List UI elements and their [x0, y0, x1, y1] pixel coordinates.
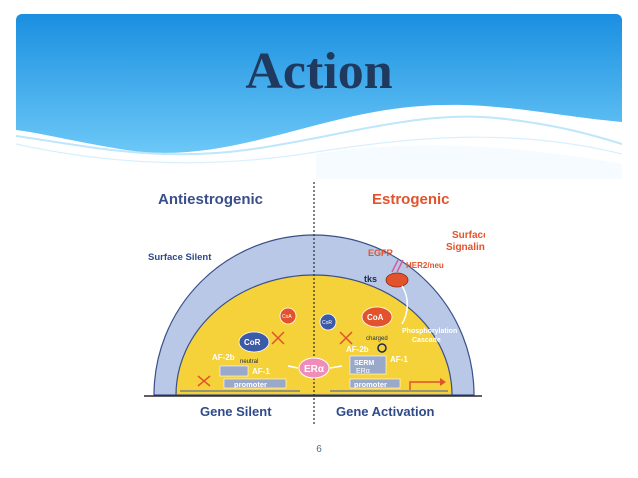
era-center-oval — [298, 357, 330, 379]
serm-era-label: ERα — [356, 368, 370, 375]
era-arrow-right — [329, 365, 343, 369]
surface-signaling-label-line1: Surface — [452, 230, 485, 241]
right-x-mark-2 — [339, 331, 353, 345]
antiestrogenic-heading: Antiestrogenic — [158, 191, 263, 208]
surface-signaling-label-line2: Signaling — [446, 242, 485, 253]
neutral-label: neutral — [240, 359, 258, 365]
cor-large-oval — [238, 331, 270, 353]
serm-box — [349, 355, 387, 375]
promoter-right-label: promoter — [354, 380, 387, 389]
promoter-right-box — [349, 378, 401, 389]
surface-silent-label: Surface Silent — [148, 252, 212, 263]
slide-title: Action — [245, 43, 393, 100]
af2b-right-label: AF-2b — [346, 345, 369, 354]
af1-left-label: AF-1 — [252, 367, 270, 376]
phosphorylation-label: Phosphorylation — [402, 328, 457, 335]
coa-small-circle — [279, 307, 297, 325]
era-arrow-left — [287, 365, 299, 369]
coa-large-oval — [361, 306, 393, 328]
charge-ring — [377, 343, 387, 353]
page-number: 6 — [316, 444, 322, 455]
egfr-label: EGFR — [368, 248, 394, 258]
tks-label: tks — [364, 274, 377, 284]
estrogenic-heading: Estrogenic — [372, 191, 450, 208]
af2b-left-label: AF-2b — [212, 353, 235, 362]
coa-large-label: CoA — [367, 313, 384, 322]
left-receptor-box — [219, 365, 249, 377]
coa-small-label: CoA — [282, 314, 292, 320]
tks-oval — [385, 272, 409, 288]
cor-small-circle — [319, 313, 337, 331]
cascade-label: Cascade — [412, 337, 441, 344]
promoter-left-label: promoter — [234, 380, 267, 389]
receptor-stroke-2 — [396, 259, 404, 273]
left-x-mark-2 — [271, 331, 285, 345]
era-center-label: ERα — [304, 364, 325, 375]
header-wave-band — [16, 14, 622, 179]
charged-label: charged — [366, 336, 388, 342]
promoter-left-box — [223, 378, 287, 389]
af1-right-label: AF-1 — [390, 355, 408, 364]
estrogen-action-diagram: Antiestrogenic Estrogenic Surface Silent… — [144, 182, 485, 425]
receptor-stroke-1 — [391, 259, 399, 273]
gene-x-mark-2 — [197, 375, 211, 387]
gene-activation-label: Gene Activation — [336, 404, 435, 419]
transcription-arrowhead — [440, 378, 446, 386]
transcription-arrow — [409, 381, 440, 390]
tks-arrow — [401, 285, 408, 325]
cor-large-label: CoR — [244, 338, 261, 347]
cor-small-label: CoR — [322, 320, 332, 326]
gene-silent-label: Gene Silent — [200, 404, 272, 419]
serm-label: SERM — [354, 360, 374, 367]
her2-label: HER2/neu — [406, 261, 444, 270]
